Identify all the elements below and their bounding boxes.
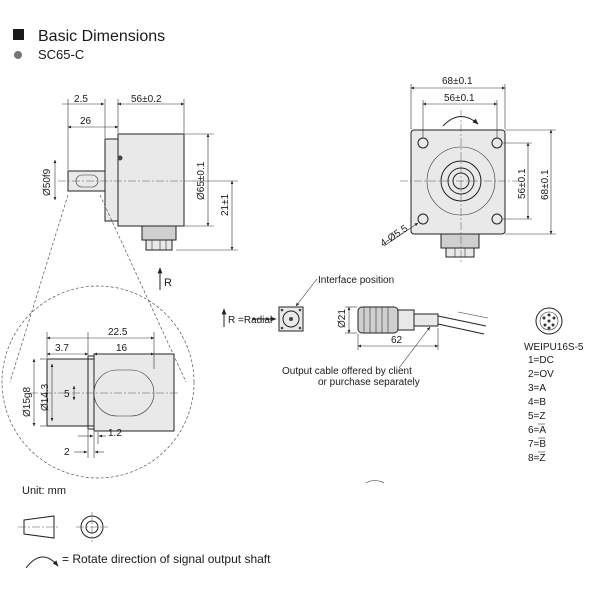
pinout: WEIPU16S-5 1=DC 2=OV 3=A 4=B 5=Z 6=A 7=B… [524, 307, 584, 464]
rotation-arrow-icon [442, 116, 479, 127]
radial-label: R =Radial [228, 315, 272, 326]
dim-26: 26 [80, 116, 92, 127]
pinout-name: WEIPU16S-5 [524, 342, 584, 353]
dia-65: Ø65±0.1 [196, 161, 207, 200]
detail-dim-22-5: 22.5 [108, 327, 128, 338]
pin-8: 8=Z [528, 453, 546, 464]
pin-3: 3=A [528, 383, 546, 394]
dim-21: 21±1 [220, 193, 231, 216]
pin-6: 6=A [528, 425, 546, 436]
bottom-connector [141, 225, 177, 241]
dim-56: 56±0.2 [131, 94, 162, 105]
front-dim-56-top: 56±0.1 [444, 93, 475, 104]
title-square-icon [13, 29, 24, 40]
detail-dim-16: 16 [116, 343, 128, 354]
model-label: SC65-C [38, 47, 84, 62]
front-dim-68-right: 68±0.1 [540, 169, 551, 200]
cable-note-line-1: Output cable offered by client [282, 366, 412, 377]
encoder-housing [117, 133, 185, 227]
connector-dim-62: 62 [391, 335, 403, 346]
bullet-dot-icon [14, 51, 22, 59]
encoder-flange [104, 138, 119, 222]
rotate-note: = Rotate direction of signal output shaf… [62, 552, 271, 566]
pin-2: 2=OV [528, 369, 554, 380]
radial-r-label: R [164, 277, 172, 289]
interface-position-label: Interface position [318, 275, 394, 286]
page-title: Basic Dimensions [38, 28, 165, 45]
pin-7: 7=B [528, 439, 546, 450]
mount-hole [417, 213, 429, 225]
cable-note-line-2: or purchase separately [318, 377, 420, 388]
detail-dim-3-7: 3.7 [55, 343, 69, 354]
unit-label: Unit: mm [22, 485, 66, 497]
pin-4: 4=B [528, 397, 546, 408]
pin-5: 5=Z [528, 411, 546, 422]
detail-dia-15: Ø15g8 [22, 387, 33, 417]
projection-symbol-icon [18, 512, 108, 542]
detail-dim-5: 5 [64, 389, 70, 400]
holes-label: 4-Ø5.5 [379, 223, 411, 249]
detail-dim-1-2: 1.2 [108, 428, 122, 439]
dim-2-5: 2.5 [74, 94, 88, 105]
connector-drawing: Interface position R =Radial Ø21 [221, 275, 489, 388]
pin-1: 1=DC [528, 355, 554, 366]
front-dim-56-right: 56±0.1 [517, 168, 528, 199]
detail-dia-14-3: Ø14.3 [40, 383, 51, 411]
front-flange [410, 129, 506, 235]
connector-dia-21: Ø21 [337, 309, 348, 328]
detail-dim-2: 2 [64, 447, 70, 458]
side-view: 2.5 56±0.2 26 Ø50f9 Ø65±0.1 21±1 R [42, 94, 238, 290]
front-view: 68±0.1 56±0.1 56±0.1 68±0.1 4-Ø5.5 [379, 76, 556, 262]
front-dim-68-top: 68±0.1 [442, 76, 473, 87]
pinout-connector-icon [535, 307, 563, 335]
shaft-detail: 22.5 3.7 16 Ø15g8 Ø14.3 5 2 1.2 [1, 194, 195, 479]
rotate-direction-icon [25, 556, 59, 569]
dia-50f9: Ø50f9 [42, 168, 53, 196]
